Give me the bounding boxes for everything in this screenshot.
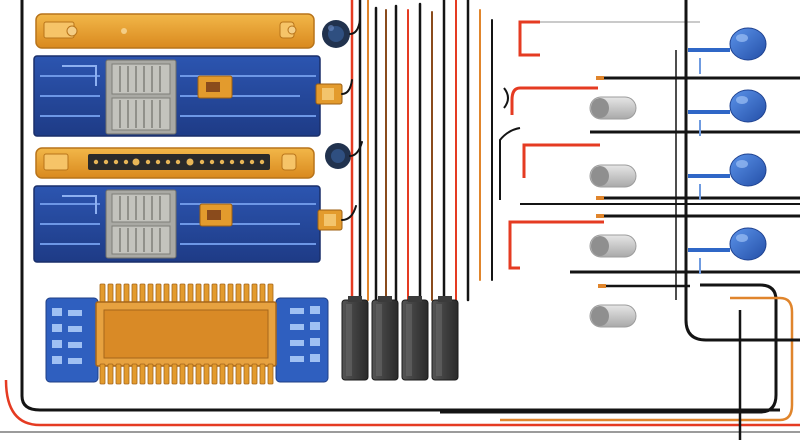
heatsink-fin: [267, 283, 274, 305]
sensor-icon: [688, 227, 767, 274]
connector-icon: [341, 296, 369, 381]
heatsink-fin: [243, 283, 250, 305]
connector-icon: [431, 296, 459, 381]
heatsink-fins-bottom: [99, 363, 274, 385]
heatsink-fin: [219, 363, 226, 385]
heatsink-fin: [179, 283, 186, 305]
heatsink-fin: [195, 363, 202, 385]
heatsink-fin: [251, 283, 258, 305]
knob-icon: [589, 234, 637, 258]
heatsink-fin: [115, 363, 122, 385]
heatsink-fin: [99, 283, 106, 305]
grey-knobs: [589, 96, 637, 328]
header-strip-2: [35, 147, 315, 179]
chip-icon: [105, 189, 177, 259]
heatsink-fin: [123, 363, 130, 385]
knob-icon: [589, 304, 637, 328]
sensor-icon: [688, 153, 767, 200]
heatsink-fin: [195, 283, 202, 305]
heatsink-fin: [251, 363, 258, 385]
heatsink-fin: [235, 283, 242, 305]
knob-icon: [589, 96, 637, 120]
heatsink-fin: [131, 283, 138, 305]
heatsink-fin: [171, 363, 178, 385]
heatsink-fin: [203, 283, 210, 305]
heatsink-fin: [147, 283, 154, 305]
connector-blocks: [341, 296, 459, 381]
heatsink-fin: [163, 283, 170, 305]
heatsink-fin: [155, 283, 162, 305]
heatsink-fin: [139, 363, 146, 385]
heatsink-fin: [155, 363, 162, 385]
heatsink-fin: [243, 363, 250, 385]
heatsink-fin: [227, 283, 234, 305]
heatsink-fin: [227, 363, 234, 385]
header-pins: [93, 158, 265, 166]
heatsink-fin: [187, 363, 194, 385]
heatsink-fin: [171, 283, 178, 305]
round-capacitor-icon: [325, 143, 351, 169]
heatsink-fin: [107, 283, 114, 305]
round-capacitor-icon: [322, 20, 350, 48]
sensor-icon: [688, 89, 767, 136]
wire-bundle: [341, 0, 493, 302]
heatsink-fin: [211, 363, 218, 385]
frame-wire-left: [20, 0, 780, 412]
heatsink-fin: [259, 283, 266, 305]
heatsink-fin: [131, 363, 138, 385]
heatsink-fins-top: [99, 283, 274, 305]
heatsink-fin: [211, 283, 218, 305]
heatsink-fin: [163, 363, 170, 385]
heatsink-fin: [179, 363, 186, 385]
heatsink-fin: [139, 283, 146, 305]
heatsink-fin: [235, 363, 242, 385]
right-frame-wire-b: [500, 296, 794, 422]
heatsink-fin: [147, 363, 154, 385]
heatsink-fin: [115, 283, 122, 305]
heatsink-fin: [267, 363, 274, 385]
power-board: [45, 283, 329, 385]
bottom-red-wire: [4, 379, 800, 427]
heatsink-fin: [107, 363, 114, 385]
blue-board-2: [33, 185, 343, 263]
heatsink-fin: [187, 283, 194, 305]
sensor-icon: [688, 27, 767, 74]
heatsink-fin: [219, 283, 226, 305]
chip-icon: [105, 59, 177, 135]
connector-icon: [371, 296, 399, 381]
heatsink-fin: [203, 363, 210, 385]
header-strip-1: [35, 13, 315, 49]
heatsink-fin: [259, 363, 266, 385]
blue-board-1: [33, 55, 343, 137]
heatsink-fin: [99, 363, 106, 385]
blue-sensors: [688, 27, 767, 274]
knob-icon: [589, 164, 637, 188]
right-frame-wire-a: [440, 283, 778, 414]
connector-icon: [401, 296, 429, 381]
heatsink-fin: [123, 283, 130, 305]
